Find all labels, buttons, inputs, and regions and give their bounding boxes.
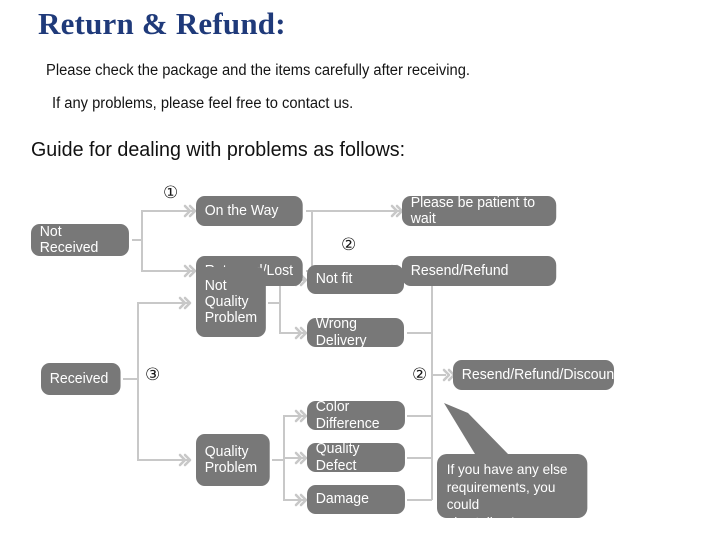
node-color-difference[interactable]: Color Difference bbox=[307, 399, 405, 432]
marker-step-2-bottom: ② bbox=[412, 365, 428, 384]
node-received[interactable]: Received bbox=[41, 363, 121, 395]
node-not-quality-problem[interactable]: Not Quality Problem bbox=[196, 267, 266, 337]
node-resend-refund-discount[interactable]: Resend/Refund/Discount bbox=[453, 360, 618, 390]
callout-tail bbox=[444, 403, 508, 454]
node-wrong-delivery[interactable]: Wrong Delivery bbox=[307, 316, 404, 349]
node-not-received[interactable]: Not Received bbox=[31, 224, 129, 256]
marker-step-1: ① bbox=[163, 183, 179, 202]
node-quality-defect[interactable]: Quality Defect bbox=[307, 441, 405, 474]
flowchart: Not Received On the Way Returned/Lost Pl… bbox=[0, 170, 716, 536]
node-quality-problem[interactable]: Quality Problem bbox=[196, 434, 270, 486]
node-damage[interactable]: Damage bbox=[307, 485, 405, 514]
marker-step-2-top: ② bbox=[341, 235, 357, 254]
node-please-be-patient-to-wait[interactable]: Please be patient to wait bbox=[402, 195, 557, 227]
callout-bubble[interactable]: If you have any else requirements, you c… bbox=[437, 454, 588, 530]
node-not-fit[interactable]: Not fit bbox=[307, 265, 404, 294]
node-resend-refund[interactable]: Resend/Refund bbox=[402, 256, 557, 286]
node-on-the-way[interactable]: On the Way bbox=[196, 196, 303, 226]
guide-heading: Guide for dealing with problems as follo… bbox=[31, 138, 406, 161]
marker-step-3: ③ bbox=[145, 365, 161, 384]
page-title: Return & Refund: bbox=[38, 6, 286, 41]
intro-line-2: If any problems, please feel free to con… bbox=[52, 95, 354, 112]
intro-line-1: Please check the package and the items c… bbox=[46, 62, 470, 79]
